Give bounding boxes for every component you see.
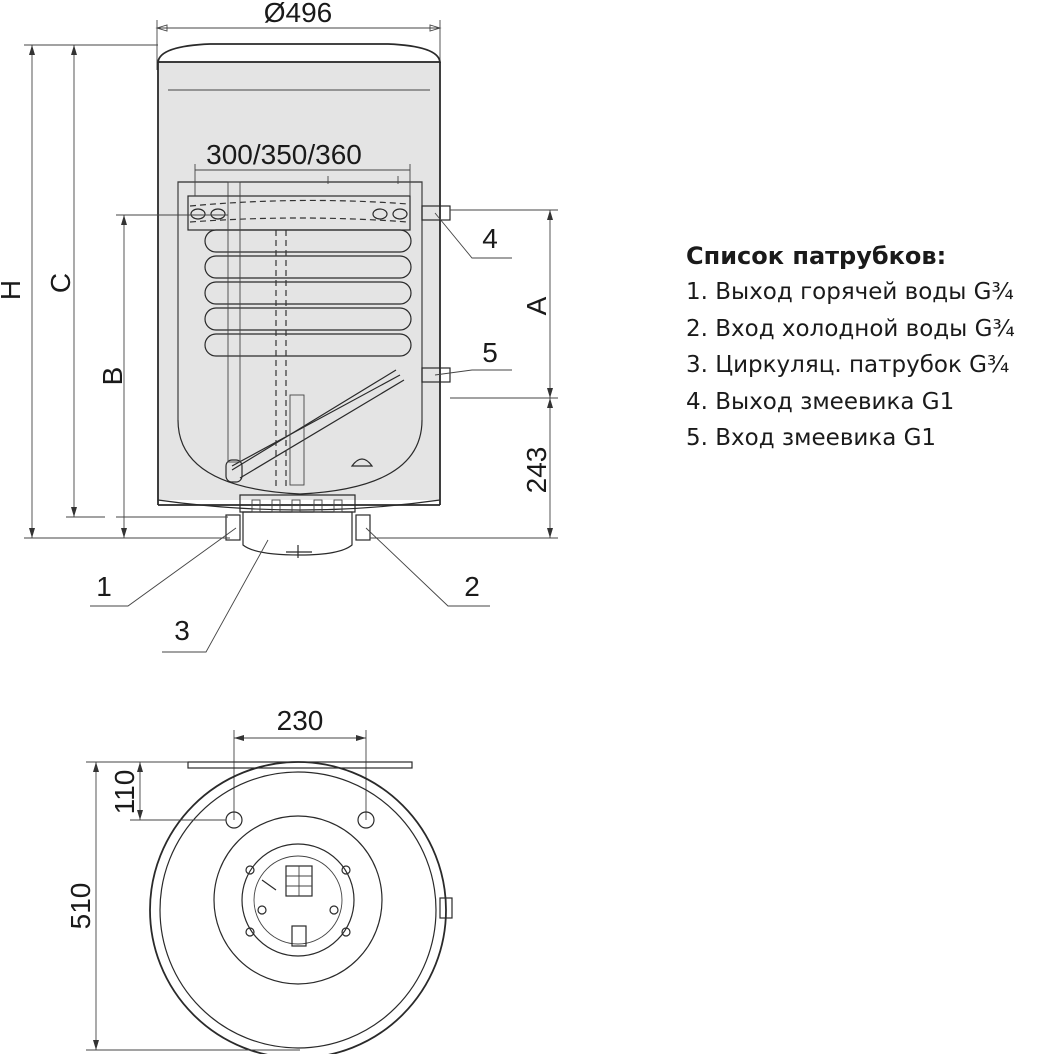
mount-hole-right (357, 811, 375, 829)
thermostat-sleeve (289, 394, 305, 486)
connections-legend: Список патрубков: 1. Выход горячей воды … (686, 242, 1015, 457)
dimension-arrows (155, 24, 442, 32)
dim-230-label: 230 (277, 705, 324, 736)
dim-243-label: 243 (521, 447, 552, 494)
terminal-block (285, 865, 313, 897)
leader-5 (434, 369, 512, 376)
tank-top-cap (156, 43, 442, 63)
heater-cover (241, 843, 355, 957)
legend-item-4: 4. Выход змеевика G1 (686, 388, 955, 415)
coil-inlet-port (421, 367, 451, 383)
flange-bolts-top (245, 865, 351, 937)
flange (239, 494, 356, 513)
legend-item-5: 5. Вход змеевика G1 (686, 425, 937, 451)
dim-mount-label: 300/350/360 (206, 139, 362, 170)
legend-title: Список патрубков: (686, 242, 947, 270)
leader-4 (434, 212, 512, 259)
leader-1 (90, 527, 237, 607)
cold-water-inlet (355, 514, 371, 541)
hot-water-pipe (227, 181, 241, 463)
callout-3: 3 (174, 615, 190, 646)
flange-bolts (251, 499, 343, 513)
dim-B-label: B (97, 367, 128, 386)
dim-110-label: 110 (109, 770, 140, 815)
thermostat-knob (291, 925, 307, 947)
callout-4: 4 (482, 223, 498, 254)
leader-2 (365, 527, 490, 607)
hot-water-outlet (225, 514, 241, 541)
tank-outer-circle (149, 761, 447, 1054)
legend-item-3: 3. Циркуляц. патрубок G¾ (686, 352, 1010, 378)
callout-2: 2 (464, 571, 480, 602)
dim-A-label: A (521, 296, 552, 315)
legend-item-2: 2. Вход холодной воды G¾ (686, 315, 1015, 342)
side-view: Ø496 300/350/360 (0, 0, 558, 653)
coil-outlet-port (421, 205, 451, 221)
anode-cap (350, 458, 374, 467)
flange-ring (213, 815, 383, 985)
electrical-cover (242, 511, 353, 556)
side-port (439, 897, 453, 919)
heat-exchanger-coil (204, 229, 412, 483)
tank-body-fill (158, 62, 440, 500)
callout-1: 1 (96, 571, 112, 602)
dim-H-label: H (0, 280, 26, 300)
leader-3 (162, 539, 269, 653)
dim-diameter-label: Ø496 (264, 0, 333, 28)
legend-item-1: 1. Выход горячей воды G¾ (686, 279, 1014, 305)
tank-body-outline (157, 62, 441, 505)
dim-510-label: 510 (65, 883, 96, 930)
inner-tank (177, 181, 423, 495)
callout-5: 5 (482, 337, 498, 368)
top-view: 230 (65, 705, 453, 1054)
dim-C-label: C (45, 273, 76, 293)
